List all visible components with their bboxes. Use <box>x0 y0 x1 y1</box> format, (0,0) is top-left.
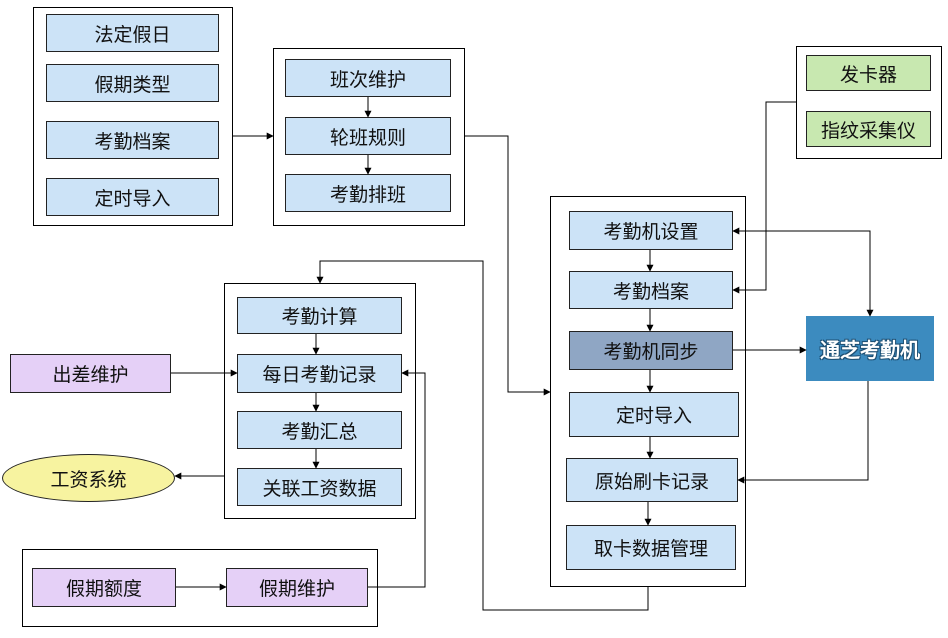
scheduled-import-box: 定时导入 <box>46 178 219 216</box>
leave-maintenance-box: 假期维护 <box>226 568 368 607</box>
attendance-calculation-box: 考勤计算 <box>237 297 402 334</box>
business-trip-box: 出差维护 <box>10 354 171 393</box>
raw-punch-record-box: 原始刷卡记录 <box>566 458 738 502</box>
card-issuer-box: 发卡器 <box>806 55 931 91</box>
machine-archive-box: 考勤档案 <box>569 271 733 309</box>
machine-sync-box: 考勤机同步 <box>569 331 733 370</box>
statutory-holiday-box: 法定假日 <box>46 14 219 52</box>
arrow-settings-device <box>732 227 874 317</box>
payroll-link-box: 关联工资数据 <box>237 468 402 506</box>
leave-quota-box: 假期额度 <box>32 568 176 607</box>
rotation-rule-box: 轮班规则 <box>285 117 451 155</box>
attendance-archive-box: 考勤档案 <box>46 121 219 159</box>
payroll-system-ellipse: 工资系统 <box>2 454 175 502</box>
fingerprint-scanner-box: 指纹采集仪 <box>806 111 931 147</box>
attendance-scheduling-box: 考勤排班 <box>285 174 451 212</box>
leave-type-box: 假期类型 <box>46 64 219 102</box>
arrow-device-to-raw <box>737 381 869 484</box>
daily-attendance-box: 每日考勤记录 <box>237 354 402 393</box>
attendance-summary-box: 考勤汇总 <box>237 411 402 449</box>
card-data-management-box: 取卡数据管理 <box>566 525 736 570</box>
machine-settings-box: 考勤机设置 <box>569 211 733 250</box>
machine-scheduled-import-box: 定时导入 <box>569 392 739 437</box>
arrow-shift-to-machine <box>465 135 551 396</box>
shift-maintenance-box: 班次维护 <box>285 59 451 97</box>
attendance-device-box: 通芝考勤机 <box>806 316 934 381</box>
